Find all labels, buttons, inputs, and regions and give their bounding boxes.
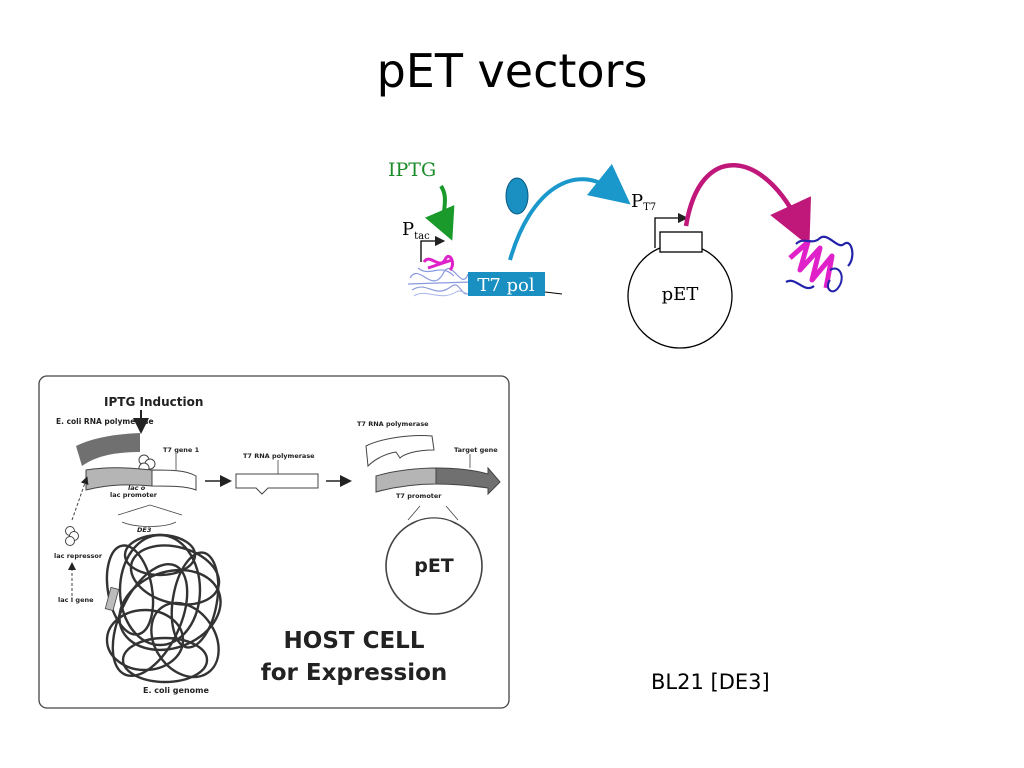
t7-rna-pol-right-shape — [365, 435, 435, 468]
target-gene-box — [659, 231, 703, 253]
pet-figure-label: pET — [414, 555, 454, 577]
t7-pol-label: T7 pol — [477, 275, 535, 296]
top-diagram: IPTG Ptac T7 pol PT7 pET — [388, 159, 854, 349]
iptg-arrow — [424, 184, 455, 241]
repressor-dashed-arrow — [71, 476, 89, 521]
t7-gene1-segment — [151, 469, 197, 491]
strain-label: BL21 [DE3] — [651, 670, 770, 694]
lac-promoter-label: lac promoter — [110, 491, 158, 499]
lac-repressor-circle — [65, 536, 75, 546]
de3-bracket — [121, 521, 177, 527]
target-gene-arrow-segment — [435, 466, 501, 496]
plasmid-insert-lines — [407, 505, 459, 521]
iptg-induction-label: IPTG Induction — [104, 395, 203, 409]
de3-label: DE3 — [137, 526, 152, 534]
ecoli-genome-label: E. coli genome — [143, 686, 209, 695]
host-cell-figure: IPTG Induction E. coli RNA polymerase T7… — [38, 375, 510, 709]
host-cell-label: HOST CELL — [284, 628, 425, 654]
pt7-promoter-arrow — [654, 212, 689, 248]
pet-plasmid-label: pET — [662, 284, 699, 305]
t7-polymerase-blob — [505, 177, 529, 215]
t7-pol-gene-box — [468, 272, 545, 296]
lac-o-label: lac o — [128, 484, 146, 492]
expression-arrow — [683, 163, 812, 247]
plasmid-insert-arc — [411, 517, 457, 525]
slide-title: pET vectors — [376, 44, 648, 98]
de3-lysogen-lines — [117, 504, 183, 516]
target-gene-label: Target gene — [454, 446, 498, 454]
t7-gene1-label: T7 gene 1 — [163, 446, 200, 454]
t7-rna-pol-right-label: T7 RNA polymerase — [357, 420, 429, 428]
protein-structure — [785, 235, 854, 293]
polymerase-arrow — [508, 163, 631, 261]
lac-repressor-label: lac repressor — [54, 552, 103, 560]
for-expression-label: for Expression — [261, 660, 448, 686]
ecoli-genome-tangle — [105, 533, 222, 684]
t7-rna-polymerase-shape — [235, 473, 319, 495]
lacI-gene-label: lac I gene — [58, 596, 94, 604]
t7-promoter-label: T7 promoter — [396, 492, 442, 500]
t7-rna-polymerase-label: T7 RNA polymerase — [243, 452, 315, 460]
figure-frame — [38, 375, 510, 709]
lacI-gene-marker — [104, 586, 120, 612]
ecoli-rna-pol-label: E. coli RNA polymerase — [56, 417, 154, 426]
iptg-label: IPTG — [388, 159, 436, 181]
dna-line — [544, 291, 563, 295]
ptac-label: Ptac — [402, 219, 430, 242]
lac-repressor-structure — [407, 255, 473, 297]
pt7-label: PT7 — [631, 191, 656, 213]
ecoli-rna-polymerase-shape — [76, 433, 140, 466]
ptac-promoter-arrow — [420, 235, 446, 262]
